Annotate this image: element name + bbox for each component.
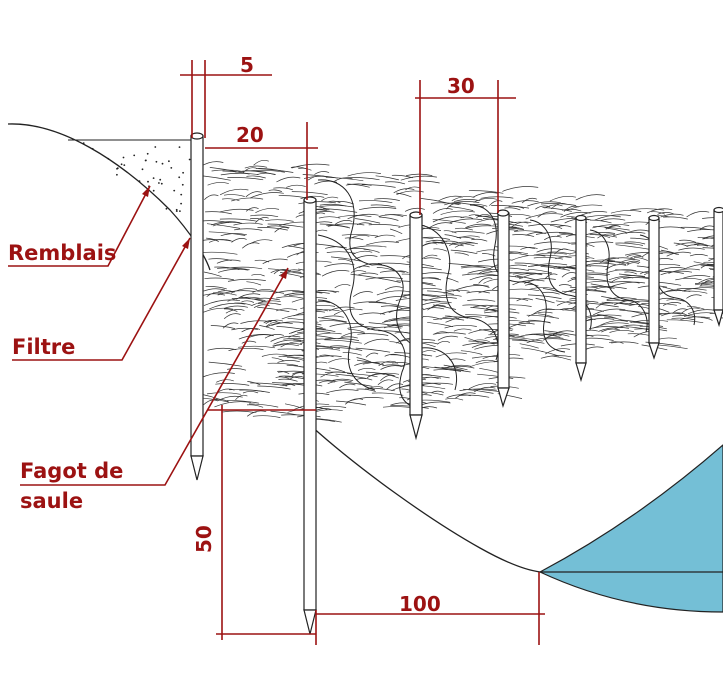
dimension-20: 20	[205, 122, 318, 200]
stake-4	[496, 209, 510, 409]
dimension-5: 5	[180, 53, 272, 138]
dimension-100: 100	[315, 572, 545, 645]
stake-1	[190, 132, 204, 481]
dimension-30-label: 30	[447, 74, 475, 98]
dimension-5-label: 5	[240, 53, 254, 77]
stakes	[190, 132, 723, 635]
stake-2	[303, 196, 317, 635]
willow-brush-strokes	[200, 159, 723, 423]
stake-3	[409, 211, 423, 441]
stake-6	[648, 214, 660, 360]
stake-7	[713, 206, 723, 328]
label-remblais: Remblais	[8, 185, 151, 267]
label-fagot-line2: saule	[20, 489, 83, 513]
dimension-30: 30	[415, 74, 516, 215]
stake-5	[575, 214, 587, 383]
backfill-dots	[82, 142, 191, 213]
dimension-20-label: 20	[236, 123, 264, 147]
water-area	[538, 444, 723, 613]
label-remblais-text: Remblais	[8, 241, 116, 265]
label-filtre: Filtre	[12, 237, 191, 361]
fascine-bundle-outlines	[317, 179, 696, 409]
ground-profile-right	[309, 424, 541, 573]
dimension-100-label: 100	[399, 592, 441, 616]
label-filtre-text: Filtre	[12, 335, 75, 359]
dimension-50-label: 50	[192, 525, 216, 553]
dimension-50: 50	[192, 405, 316, 640]
label-fagot-line1: Fagot de	[20, 459, 123, 483]
label-fagot-de-saule: Fagot de saule	[20, 267, 289, 513]
